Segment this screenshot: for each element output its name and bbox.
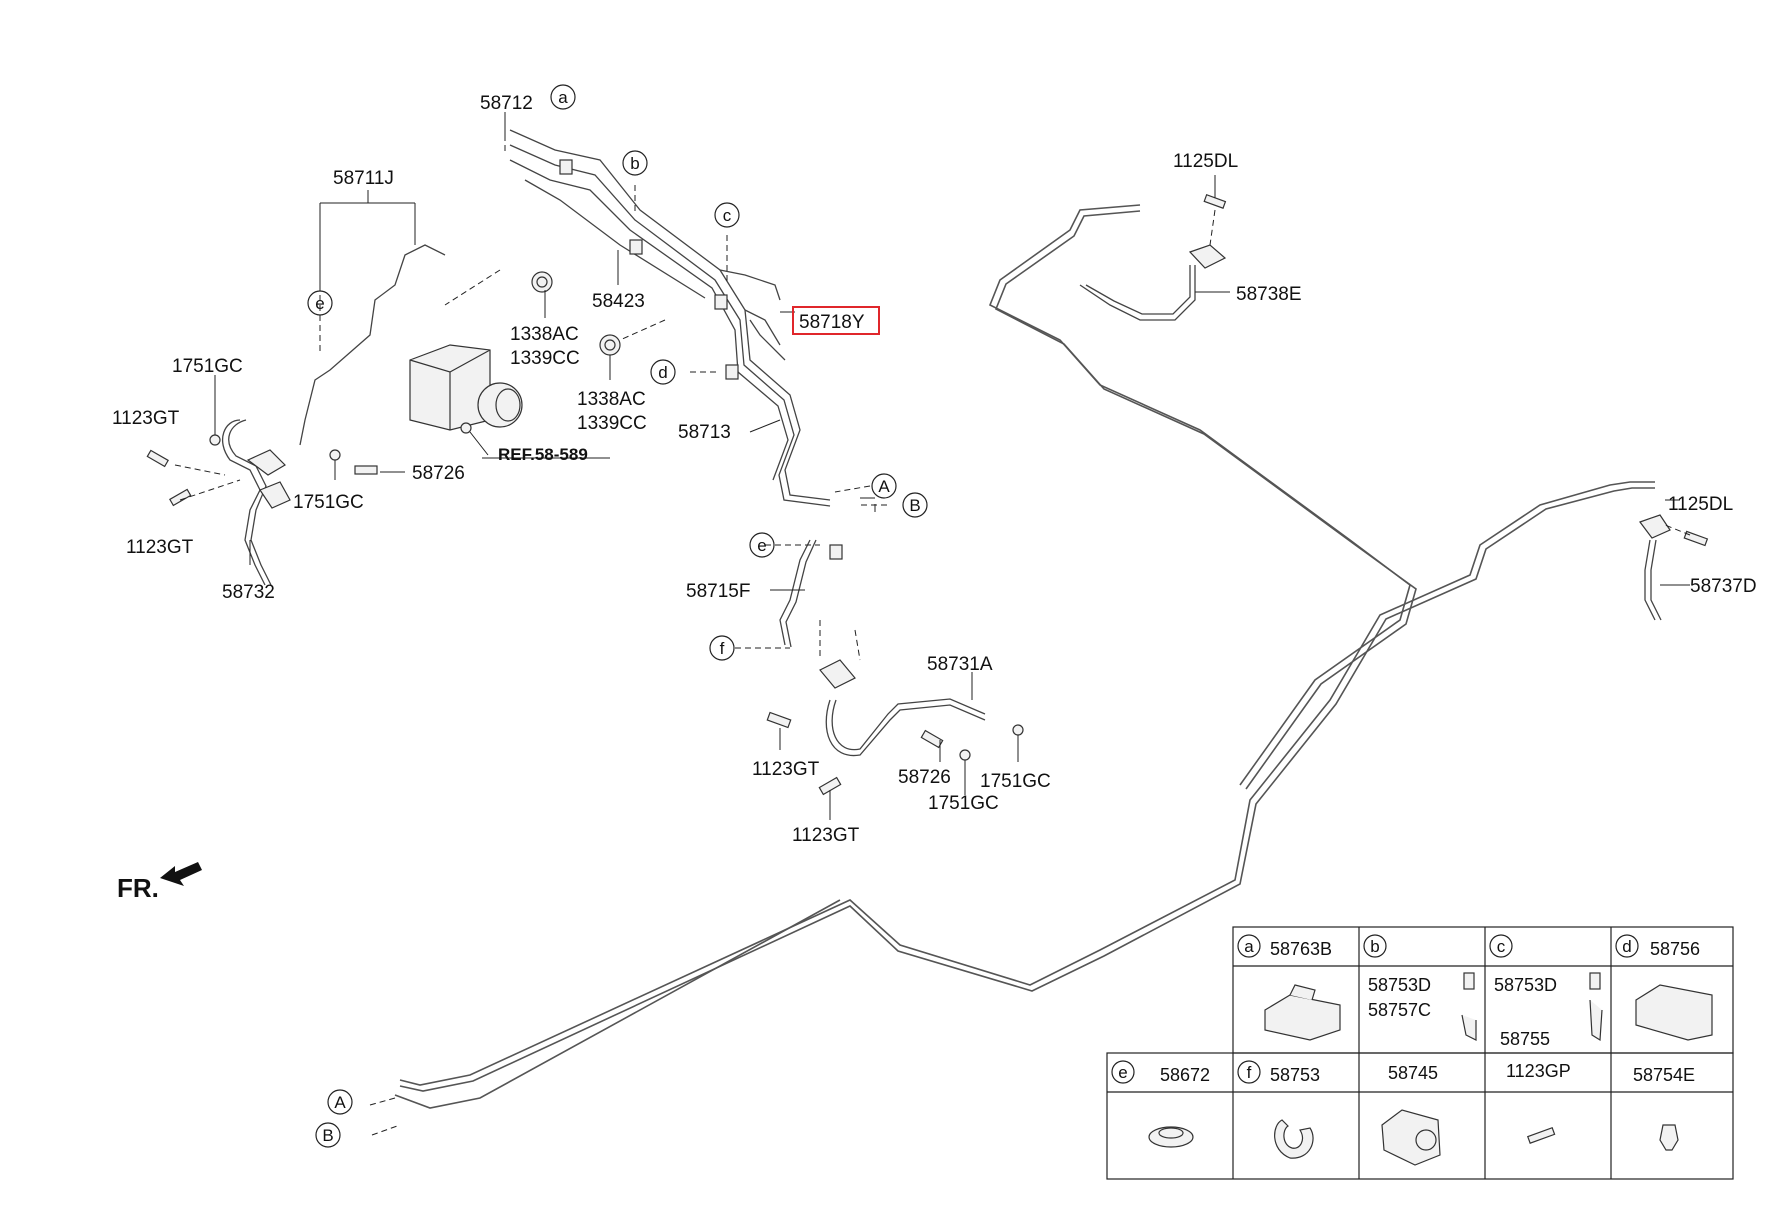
svg-text:58745: 58745 <box>1388 1063 1438 1083</box>
label-1751GC-d: 1751GC <box>928 793 999 814</box>
legend-cell-c: c 58753D 58755 <box>1489 934 1603 1049</box>
svg-text:58753D: 58753D <box>1494 975 1557 995</box>
highlight-box-58718Y <box>792 306 880 335</box>
bolts <box>146 193 1709 796</box>
right-front-hose <box>825 698 986 757</box>
label-1338AC-b: 1338AC <box>577 389 646 410</box>
svg-text:f: f <box>1247 1063 1252 1082</box>
label-1123GT-a: 1123GT <box>112 408 180 429</box>
legend-cell-a: a 58763B <box>1237 934 1341 1041</box>
svg-text:b: b <box>630 154 639 173</box>
rear-hose-58737D <box>1644 539 1662 621</box>
front-direction-indicator: FR. <box>117 862 202 903</box>
svg-text:58763B: 58763B <box>1270 939 1332 959</box>
brackets <box>246 244 1671 689</box>
svg-text:c: c <box>723 206 732 225</box>
label-ref-58-589: REF.58-589 <box>498 445 588 464</box>
legend-cell-b: b 58753D 58757C <box>1363 934 1477 1041</box>
label-58715F: 58715F <box>686 581 750 602</box>
svg-text:58672: 58672 <box>1160 1065 1210 1085</box>
svg-text:e: e <box>757 536 766 555</box>
svg-text:A: A <box>334 1093 346 1112</box>
svg-text:d: d <box>1622 937 1631 956</box>
rear-hose-58738E <box>1079 265 1196 321</box>
label-58731A: 58731A <box>927 654 993 675</box>
svg-text:B: B <box>322 1126 333 1145</box>
label-fr: FR. <box>117 873 159 903</box>
svg-text:58757C: 58757C <box>1368 1000 1431 1020</box>
svg-text:d: d <box>658 363 667 382</box>
svg-text:1123GP: 1123GP <box>1506 1061 1571 1081</box>
svg-text:58753: 58753 <box>1270 1065 1320 1085</box>
circle-A-bottom: A <box>327 1089 353 1115</box>
label-1339CC-b: 1339CC <box>577 413 647 434</box>
legend-table: a 58763B b 58753D 58757C c 58753D 58755 … <box>1106 926 1734 1180</box>
label-58726-a: 58726 <box>412 463 465 484</box>
label-58732: 58732 <box>222 582 275 603</box>
label-1123GT-b: 1123GT <box>126 537 194 558</box>
label-1123GT-d: 1123GT <box>792 825 860 846</box>
circle-B-mid: B <box>902 492 928 518</box>
svg-text:b: b <box>1370 937 1379 956</box>
label-58718Y: 58718Y <box>799 312 865 333</box>
label-1339CC-a: 1339CC <box>510 348 580 369</box>
label-1751GC-c: 1751GC <box>980 771 1051 792</box>
circle-b-top: b <box>622 150 648 176</box>
circle-e-left: e <box>307 290 333 316</box>
label-58726-b: 58726 <box>898 767 951 788</box>
legend-cell-e: e 58672 <box>1111 1060 1210 1148</box>
svg-text:58754E: 58754E <box>1633 1065 1695 1085</box>
front-brake-lines <box>509 129 831 648</box>
grommet-1338AC-upper <box>531 271 553 293</box>
legend-cell-d: d 58756 <box>1615 934 1713 1041</box>
legend-cell-1123GP: 1123GP <box>1506 1061 1571 1144</box>
rear-brake-line-main <box>394 481 1655 1109</box>
circle-f-mid: f <box>709 635 735 661</box>
label-1125DL-a: 1125DL <box>1173 151 1238 172</box>
circle-d-top: d <box>650 359 676 385</box>
label-58712: 58712 <box>480 93 533 114</box>
label-58713: 58713 <box>678 422 731 443</box>
svg-text:a: a <box>1244 937 1254 956</box>
label-58737D: 58737D <box>1690 576 1757 597</box>
grommet-1338AC-lower <box>599 334 621 356</box>
rear-brake-line-right-loop <box>988 204 1417 790</box>
front-arrow-icon <box>160 862 202 886</box>
circle-e-mid: e <box>749 532 775 558</box>
label-1751GC-a: 1751GC <box>172 356 243 377</box>
line-clips <box>559 159 843 560</box>
label-1123GT-c: 1123GT <box>752 759 820 780</box>
svg-text:c: c <box>1497 937 1506 956</box>
label-1338AC-a: 1338AC <box>510 324 579 345</box>
circle-A-mid: A <box>871 473 897 499</box>
svg-text:A: A <box>878 477 890 496</box>
dashed-leaders <box>174 125 1691 1136</box>
abs-module <box>409 344 523 434</box>
svg-text:58756: 58756 <box>1650 939 1700 959</box>
svg-text:e: e <box>315 294 324 313</box>
legend-cell-58754E: 58754E <box>1633 1065 1695 1151</box>
legend-cell-58745: 58745 <box>1381 1063 1441 1166</box>
circle-a-top: a <box>550 84 576 110</box>
label-58423: 58423 <box>592 291 645 312</box>
svg-text:e: e <box>1118 1063 1127 1082</box>
part-labels: 58712 58711J 1751GC 1123GT 1123GT 58732 … <box>112 93 1757 846</box>
label-1751GC-b: 1751GC <box>293 492 364 513</box>
circle-c-top: c <box>714 202 740 228</box>
label-58738E: 58738E <box>1236 284 1302 305</box>
svg-text:f: f <box>720 639 725 658</box>
svg-text:58753D: 58753D <box>1368 975 1431 995</box>
label-58711J: 58711J <box>333 168 394 189</box>
left-front-hose <box>221 244 446 586</box>
svg-text:B: B <box>909 496 920 515</box>
circle-B-bottom: B <box>315 1122 341 1148</box>
svg-text:a: a <box>558 88 568 107</box>
leader-lines <box>214 112 1690 820</box>
label-1125DL-b: 1125DL <box>1668 494 1733 515</box>
svg-text:58755: 58755 <box>1500 1029 1550 1049</box>
legend-cell-f: f 58753 <box>1237 1060 1320 1159</box>
